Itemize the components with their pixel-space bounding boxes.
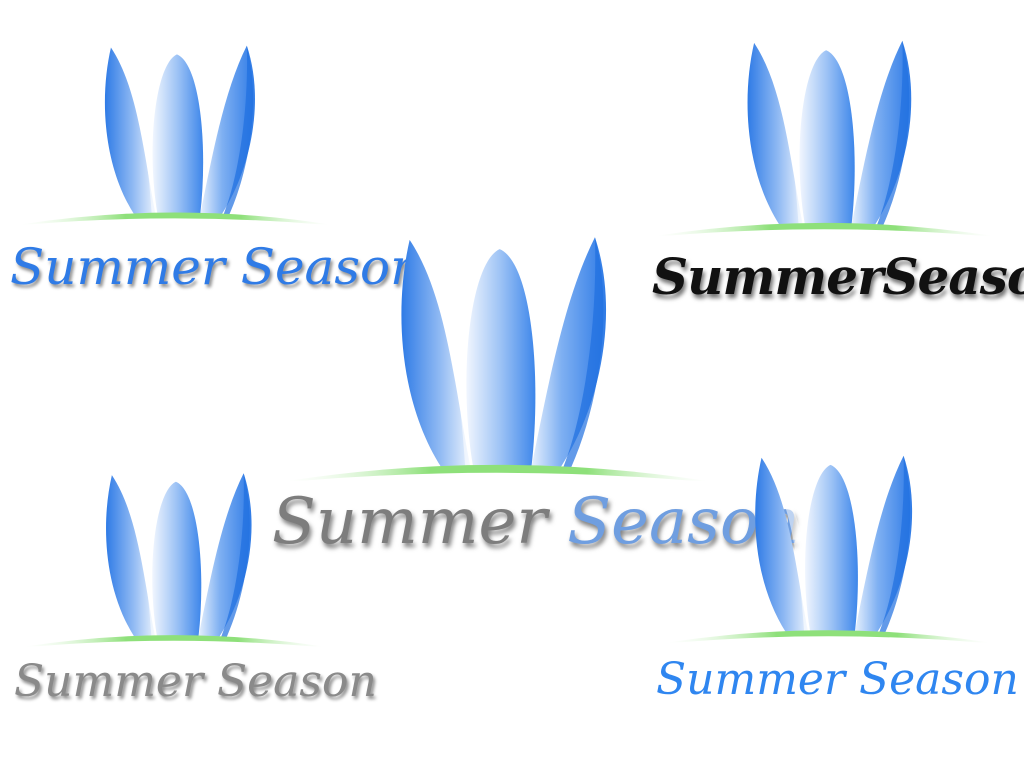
wordmark-word-1: Summer [14,656,203,707]
petal-emblem-icon [644,30,1004,240]
petal-emblem-icon [272,224,722,486]
wordmark: Summer Season [656,658,1019,702]
logo-top-left: Summer Season [10,36,422,298]
wordmark-word-1: Summer [272,485,547,559]
wordmark-word-1: Summer [656,654,845,705]
petal-emblem-icon [10,36,340,228]
wordmark-word-2: Season [240,238,423,296]
logo-bottom-right: Summer Season [656,446,1019,712]
wordmark-word-2: Season [882,247,1024,306]
wordmark: Summer Season [10,242,422,292]
petal-emblem-icon [656,446,1001,646]
wordmark: Summer Season [14,660,377,704]
wordmark-word-2: Season [217,656,377,707]
wordmark-word-2: Season [859,654,1019,705]
logo-bottom-left: Summer Season [14,464,377,714]
wordmark-word-1: Summer [652,247,883,306]
petal-emblem-icon [14,464,334,650]
wordmark-word-1: Summer [10,238,225,296]
